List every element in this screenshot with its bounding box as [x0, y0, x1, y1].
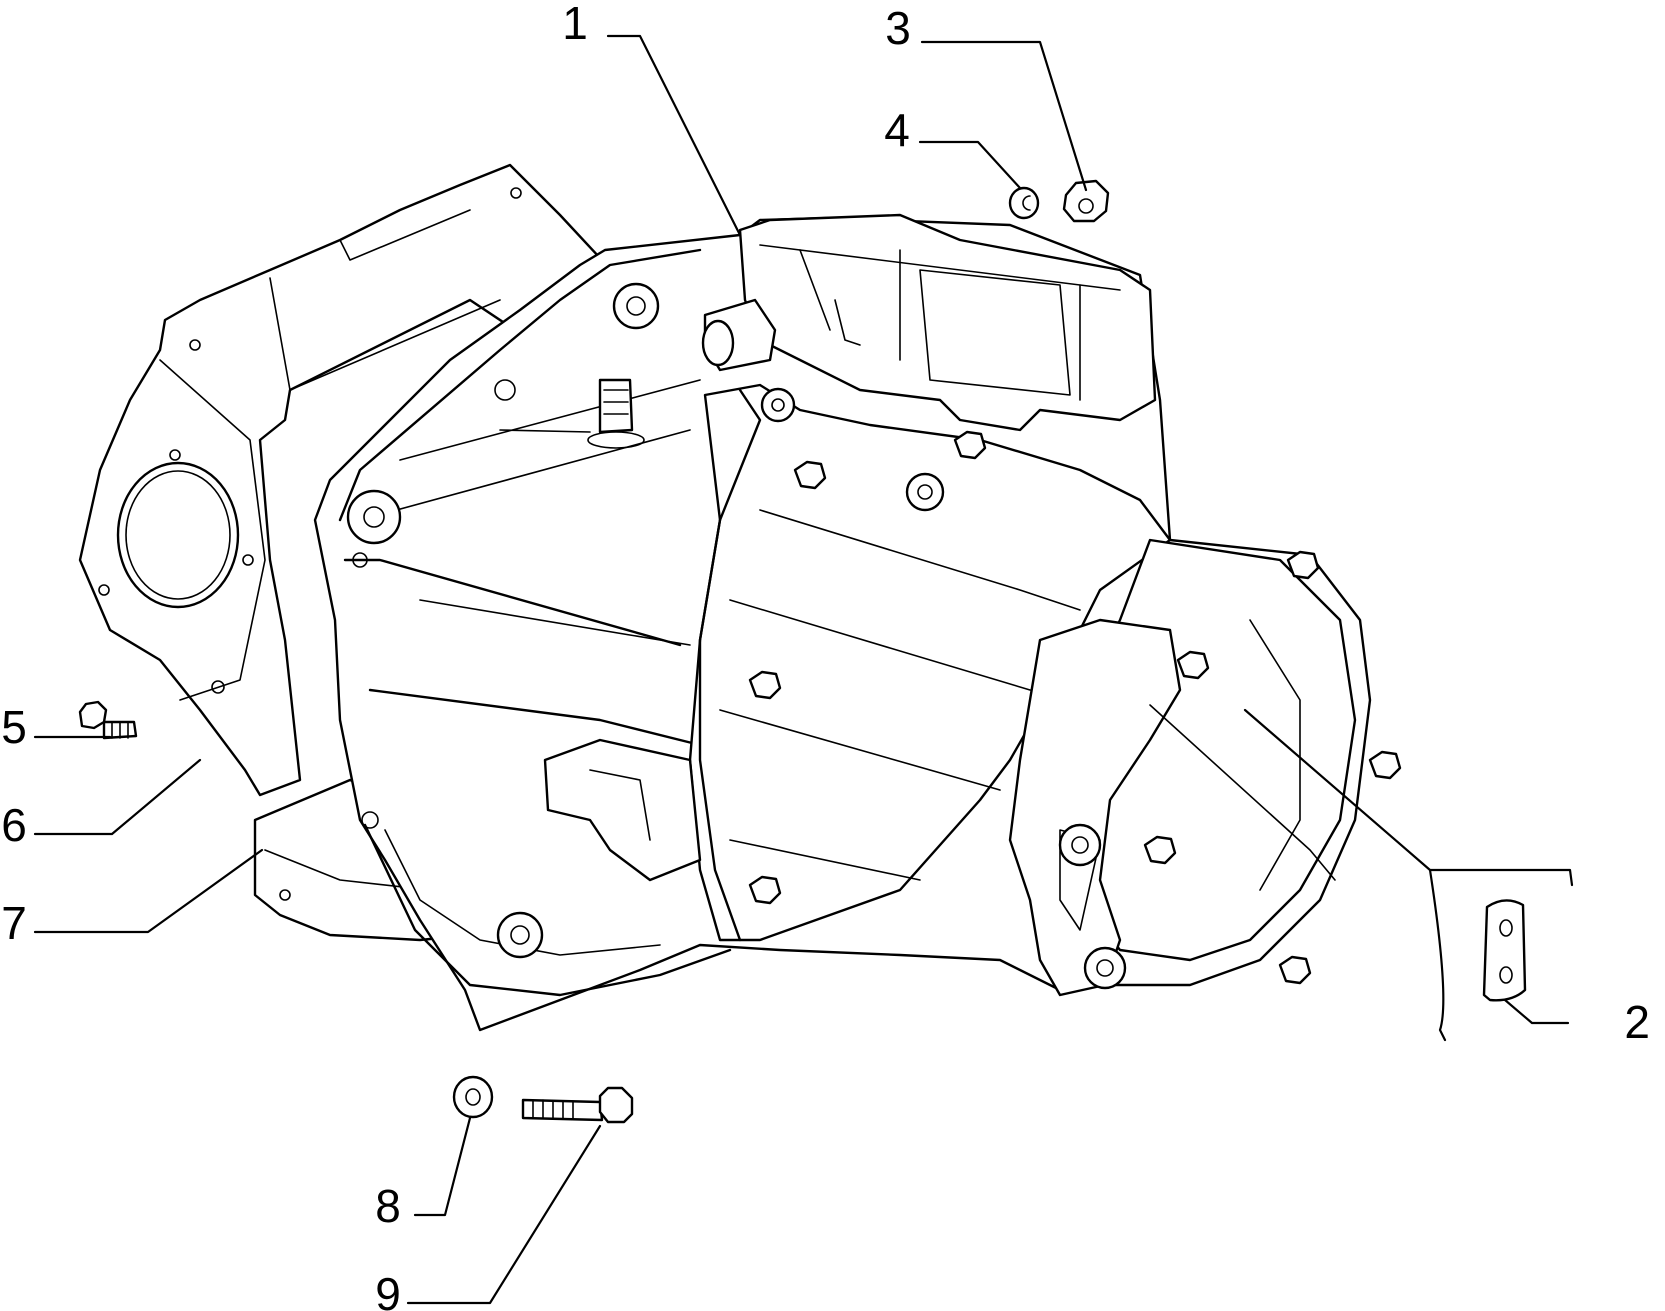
- small-bracket-plate: [1482, 899, 1527, 1002]
- leader-lines: [33, 34, 1574, 1305]
- hex-bolt: [521, 1086, 634, 1124]
- flat-washer: [452, 1075, 494, 1119]
- callout-3: 3: [885, 2, 911, 54]
- small-bolt: [78, 700, 138, 740]
- rear-cover-plate: [78, 163, 602, 797]
- callout-5: 5: [1, 701, 27, 753]
- callout-9: 9: [375, 1268, 401, 1311]
- callout-1: 1: [562, 0, 588, 49]
- callout-2: 2: [1624, 996, 1650, 1048]
- transmission-housing: [313, 213, 1402, 1032]
- callout-7: 7: [1, 897, 27, 949]
- callout-8: 8: [375, 1180, 401, 1232]
- callout-4: 4: [884, 104, 910, 156]
- spring-washer: [1008, 186, 1040, 220]
- callout-6: 6: [1, 799, 27, 851]
